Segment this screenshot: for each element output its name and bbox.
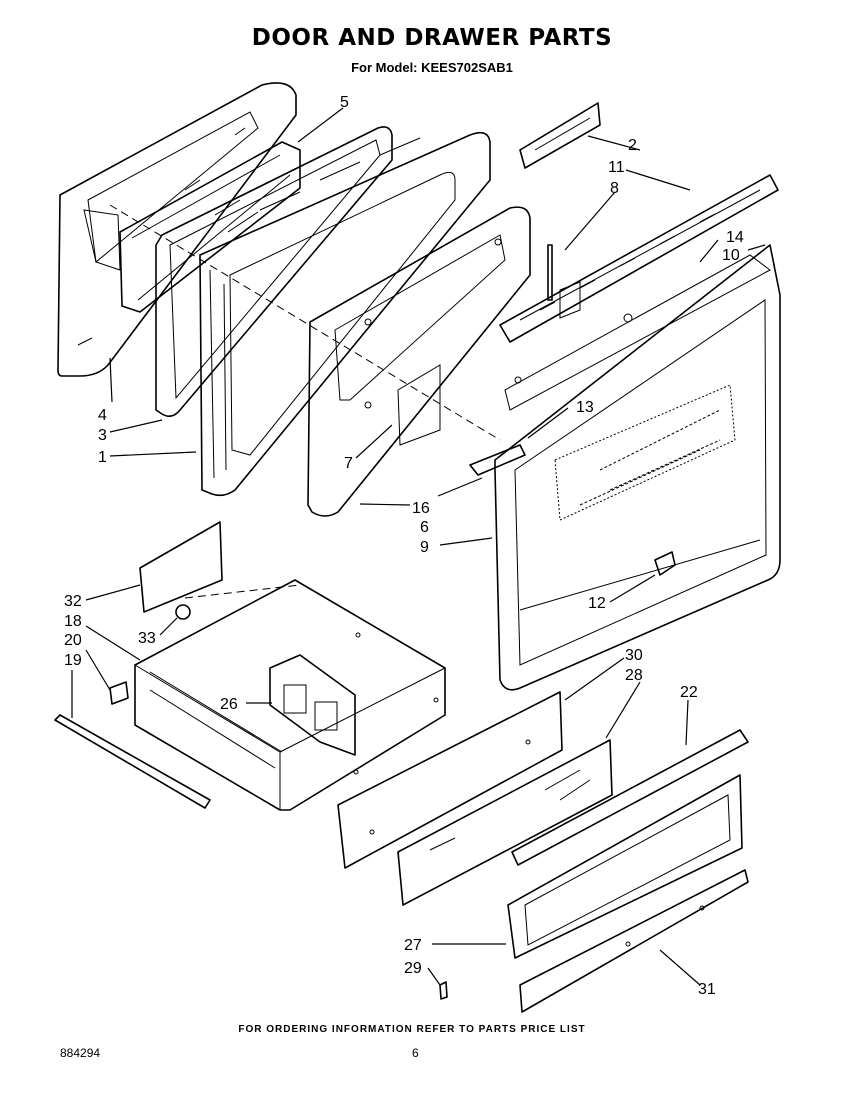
callout-4: 4 — [98, 407, 107, 424]
outer-door-frame — [494, 244, 781, 691]
drawer-rear-panel — [269, 654, 356, 756]
callout-10: 10 — [722, 247, 740, 264]
screw — [439, 981, 448, 1000]
door-alignment-line — [109, 204, 501, 441]
callout-33: 33 — [138, 630, 156, 647]
callout-8: 8 — [610, 180, 619, 197]
callout-26: 26 — [220, 696, 238, 713]
callout-1: 1 — [98, 449, 107, 466]
callout-20: 20 — [64, 632, 82, 649]
door-liner — [199, 131, 491, 497]
document-number: 884294 — [60, 1046, 101, 1060]
callout-5: 5 — [340, 94, 349, 111]
callout-13: 13 — [576, 399, 594, 416]
callout-16: 16 — [412, 500, 430, 517]
door-glass-pack — [119, 141, 301, 313]
drawer-clip — [109, 681, 129, 705]
drawer-body — [134, 579, 446, 811]
door-latch — [654, 551, 676, 576]
callout-32: 32 — [64, 593, 82, 610]
callout-labels: 5 2 11 8 14 10 4 3 1 7 13 16 6 9 12 32 3… — [64, 94, 744, 998]
callout-22: 22 — [680, 684, 698, 701]
model-subtitle: For Model: KEES702SAB1 — [351, 60, 513, 75]
drawer-bottom-trim — [519, 869, 749, 1013]
callout-6: 6 — [420, 519, 429, 536]
drawer-top-trim — [511, 729, 749, 866]
callout-2: 2 — [628, 137, 637, 154]
page-title: DOOR AND DRAWER PARTS — [251, 25, 613, 51]
callout-18: 18 — [64, 613, 82, 630]
ordering-note: FOR ORDERING INFORMATION REFER TO PARTS … — [238, 1024, 586, 1035]
drawer-glass — [397, 739, 613, 906]
callout-14: 14 — [726, 229, 744, 246]
drawer-front-panel — [337, 691, 563, 869]
callout-7: 7 — [344, 455, 353, 472]
callout-31: 31 — [698, 981, 716, 998]
callout-9: 9 — [420, 539, 429, 556]
drawer-front-frame — [507, 774, 743, 959]
door-hinge — [469, 444, 526, 476]
drawer-filter — [139, 521, 223, 613]
door-bracket — [547, 244, 553, 301]
callout-12: 12 — [588, 595, 606, 612]
callout-3: 3 — [98, 427, 107, 444]
vent-trim — [519, 102, 601, 169]
callout-28: 28 — [625, 667, 643, 684]
leader-lines — [71, 107, 766, 986]
callout-19: 19 — [64, 652, 82, 669]
drawer-rail — [54, 714, 211, 809]
door-outer-panel — [307, 206, 531, 517]
door-inner-panel — [57, 82, 297, 377]
callout-11: 11 — [608, 159, 625, 176]
callout-29: 29 — [404, 960, 422, 977]
callout-27: 27 — [404, 937, 422, 954]
drawer-glide — [175, 604, 191, 620]
page-number: 6 — [412, 1046, 419, 1060]
callout-30: 30 — [625, 647, 643, 664]
